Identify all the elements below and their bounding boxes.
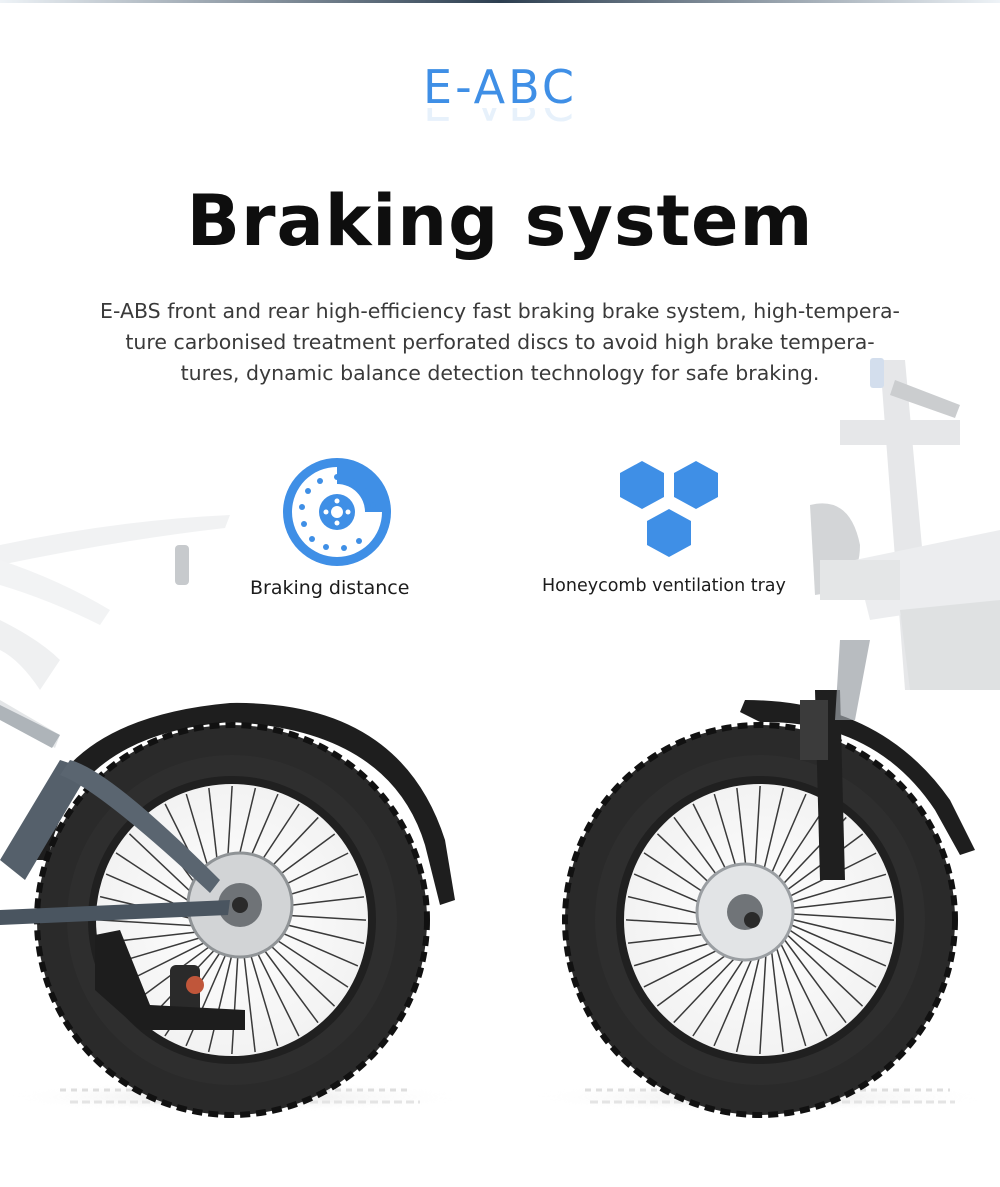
wheel-spoke bbox=[779, 919, 887, 967]
honeycomb-icon bbox=[620, 461, 718, 557]
brand-logo-reflection: E-ABC bbox=[0, 108, 1000, 130]
wheel-spoke bbox=[778, 912, 895, 921]
wheel-spoke bbox=[775, 873, 887, 908]
front-wheel bbox=[562, 700, 975, 1118]
wheel-spoke bbox=[207, 939, 237, 1053]
description-line: E-ABS front and rear high-efficiency fas… bbox=[100, 299, 900, 323]
description-line: ture carbonised treatment perforated dis… bbox=[125, 330, 875, 354]
feature-label-braking-distance: Braking distance bbox=[250, 577, 410, 599]
wheel-spoke bbox=[769, 937, 784, 1053]
brand-logo: E-ABC bbox=[423, 60, 577, 114]
wheel-spoke bbox=[772, 935, 807, 1047]
wheel-spoke bbox=[778, 926, 864, 1007]
front-fork bbox=[800, 640, 870, 880]
feature-label-honeycomb: Honeycomb ventilation tray bbox=[542, 576, 786, 596]
wheel-spoke bbox=[777, 896, 893, 911]
page-title: Braking system bbox=[186, 180, 814, 262]
description: E-ABS front and rear high-efficiency fas… bbox=[70, 296, 930, 389]
rear-frame-tubes bbox=[0, 705, 230, 925]
top-divider bbox=[0, 0, 1000, 3]
front-frame bbox=[810, 358, 1000, 690]
wheel-spoke bbox=[759, 938, 768, 1055]
description-line: tures, dynamic balance detection technol… bbox=[180, 361, 820, 385]
wheel-spoke bbox=[774, 932, 828, 1037]
brake-disc-icon bbox=[283, 458, 391, 566]
wheel-spoke bbox=[779, 915, 893, 945]
wheel-spoke bbox=[779, 922, 877, 988]
wheel-spoke bbox=[776, 929, 847, 1024]
